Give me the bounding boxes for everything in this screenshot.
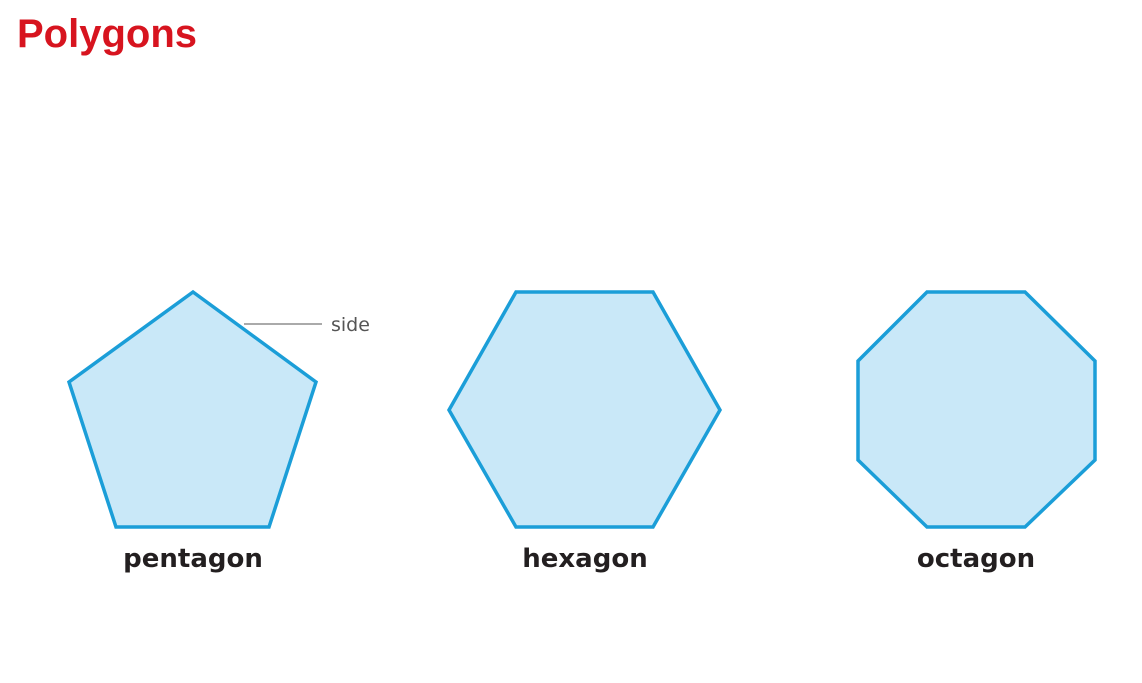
pentagon-shape (66, 289, 319, 529)
side-callout-label: side (331, 314, 370, 336)
octagon-shape (856, 290, 1097, 529)
hexagon-label: hexagon (522, 544, 647, 574)
pentagon-label: pentagon (123, 544, 263, 574)
hexagon-shape (446, 290, 723, 529)
page-title: Polygons (17, 12, 198, 56)
octagon-label: octagon (917, 544, 1035, 574)
